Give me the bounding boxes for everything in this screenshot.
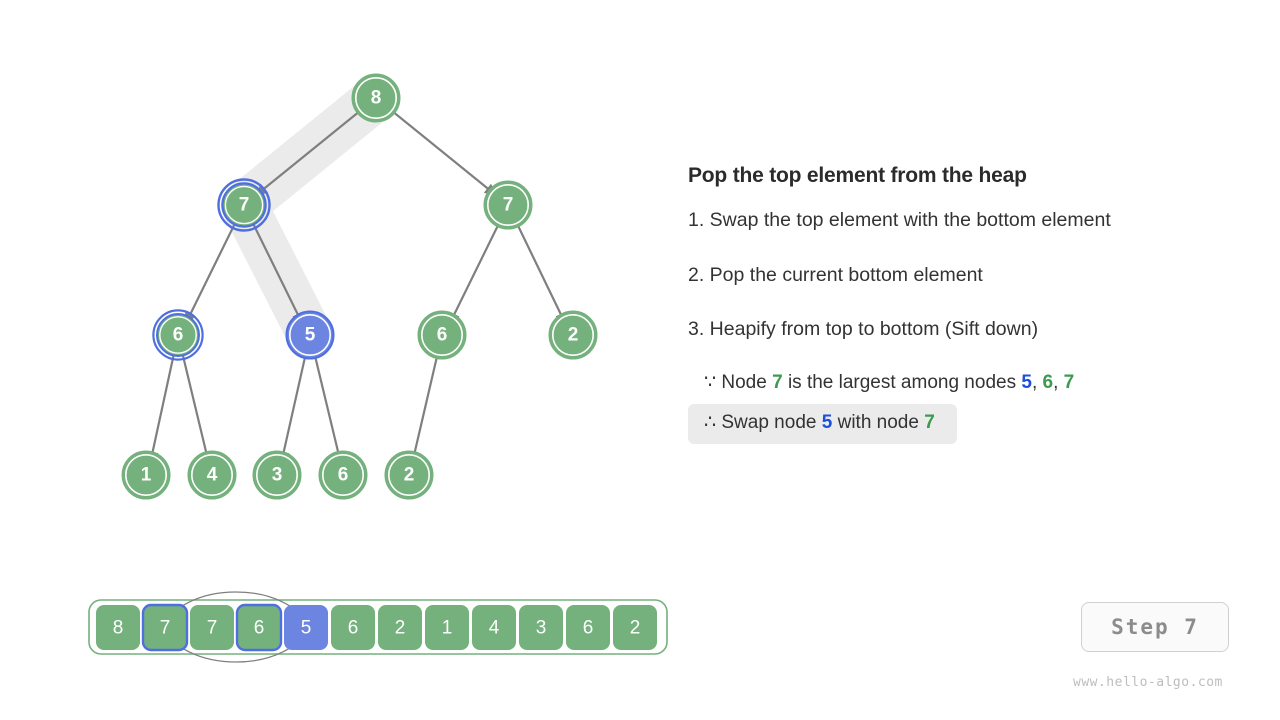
tree-node-label: 8 bbox=[371, 88, 382, 109]
tree-node[interactable]: 6 bbox=[152, 309, 204, 361]
reason-sep-2: , bbox=[1053, 372, 1059, 394]
array-cell[interactable]: 3 bbox=[519, 605, 563, 650]
conclusion-middle: with node bbox=[837, 412, 919, 433]
tree-node[interactable]: 2 bbox=[548, 310, 598, 360]
reason-candidate-2: 6 bbox=[1042, 372, 1054, 394]
page-title: Pop the top element from the heap bbox=[688, 164, 1027, 187]
tree-node[interactable]: 5 bbox=[285, 310, 335, 360]
tree-node[interactable]: 4 bbox=[187, 450, 237, 500]
reason-candidate-3: 7 bbox=[1063, 372, 1075, 394]
sift-down-path-highlight bbox=[221, 75, 399, 358]
tree-node[interactable]: 6 bbox=[318, 450, 368, 500]
array-cell[interactable]: 7 bbox=[141, 603, 189, 652]
tree-edge bbox=[375, 97, 498, 197]
tree-node[interactable]: 7 bbox=[483, 180, 533, 230]
tree-nodes: 8 7 7 6 5 bbox=[121, 73, 598, 500]
tree-node-label: 3 bbox=[272, 465, 283, 486]
array-cell[interactable]: 5 bbox=[284, 605, 328, 650]
array-cell-label: 8 bbox=[113, 618, 124, 639]
step-item-1: 1. Swap the top element with the bottom … bbox=[688, 209, 1111, 232]
reason-candidate-1: 5 bbox=[1021, 372, 1032, 394]
reason-middle: is the largest among nodes bbox=[787, 372, 1017, 394]
array-cell[interactable]: 7 bbox=[190, 605, 234, 650]
therefore-symbol: ∴ bbox=[704, 412, 717, 433]
conclusion-line: ∴ Swap node 5 with node 7 bbox=[688, 404, 957, 444]
tree-node-label: 4 bbox=[207, 465, 218, 486]
array-container bbox=[88, 599, 668, 655]
array-cells: 8 7 7 6 5 6 2 bbox=[96, 603, 657, 652]
array-cell-label: 2 bbox=[630, 618, 641, 639]
tree-node-label: 1 bbox=[141, 465, 152, 486]
array-representation: 8 7 7 6 5 6 2 bbox=[88, 591, 668, 663]
reason-line: ∵ Node 7 is the largest among nodes 5, 6… bbox=[688, 371, 1248, 396]
because-symbol: ∵ bbox=[704, 372, 717, 394]
array-cell-label: 6 bbox=[254, 618, 265, 639]
tree-node[interactable]: 8 bbox=[351, 73, 401, 123]
conclusion-from-node: 5 bbox=[821, 412, 833, 433]
conclusion-prefix: Swap node bbox=[721, 412, 817, 433]
array-cell-label: 5 bbox=[301, 618, 312, 639]
tree-node-label: 2 bbox=[404, 465, 415, 486]
tree-node[interactable]: 1 bbox=[121, 450, 171, 500]
array-cell-label: 3 bbox=[536, 618, 547, 639]
tree-node-label: 7 bbox=[239, 195, 250, 216]
tree-edge bbox=[254, 97, 377, 197]
step-badge: Step 7 bbox=[1081, 602, 1229, 652]
conclusion-wrapper: ∴ Swap node 5 with node 7 bbox=[688, 404, 1248, 444]
watermark: www.hello-algo.com bbox=[1073, 675, 1223, 690]
tree-node-label: 7 bbox=[503, 195, 514, 216]
tree-edge bbox=[147, 334, 180, 465]
array-cell-label: 7 bbox=[160, 618, 171, 639]
reason-node-value: 7 bbox=[772, 372, 783, 394]
tree-edge bbox=[176, 334, 212, 465]
array-cell[interactable]: 1 bbox=[425, 605, 469, 650]
tree-node[interactable]: 6 bbox=[417, 310, 467, 360]
array-cell[interactable]: 4 bbox=[472, 605, 516, 650]
reason-sep-1: , bbox=[1031, 372, 1038, 394]
reason-prefix: Node bbox=[721, 372, 767, 394]
array-cell-label: 4 bbox=[489, 618, 500, 639]
tree-node-label: 2 bbox=[568, 325, 579, 346]
tree-node[interactable]: 7 bbox=[217, 178, 271, 232]
array-cell-label: 6 bbox=[583, 618, 594, 639]
tree-node[interactable]: 2 bbox=[384, 450, 434, 500]
array-cell[interactable]: 6 bbox=[331, 605, 375, 650]
array-cell-label: 6 bbox=[348, 618, 359, 639]
array-cell[interactable]: 2 bbox=[613, 605, 657, 650]
tree-node-label: 6 bbox=[437, 325, 448, 346]
step-item-2: 2. Pop the current bottom element bbox=[688, 263, 983, 286]
array-cell-label: 2 bbox=[395, 618, 406, 639]
conclusion-to-node: 7 bbox=[924, 412, 935, 433]
array-cell-label: 1 bbox=[442, 618, 453, 639]
array-cell[interactable]: 2 bbox=[378, 605, 422, 650]
array-cell[interactable]: 6 bbox=[566, 605, 610, 650]
array-cell[interactable]: 6 bbox=[235, 603, 283, 652]
explanation-panel: Pop the top element from the heap 1. Swa… bbox=[688, 163, 1248, 444]
array-cell-label: 7 bbox=[207, 618, 218, 639]
array-cell[interactable]: 8 bbox=[96, 605, 140, 650]
tree-node-label: 6 bbox=[173, 325, 184, 346]
tree-edges bbox=[147, 97, 567, 465]
tree-node-label: 5 bbox=[305, 325, 316, 346]
tree-node-label: 6 bbox=[338, 465, 349, 486]
step-item-3: 3. Heapify from top to bottom (Sift down… bbox=[688, 317, 1039, 340]
tree-node[interactable]: 3 bbox=[252, 450, 302, 500]
